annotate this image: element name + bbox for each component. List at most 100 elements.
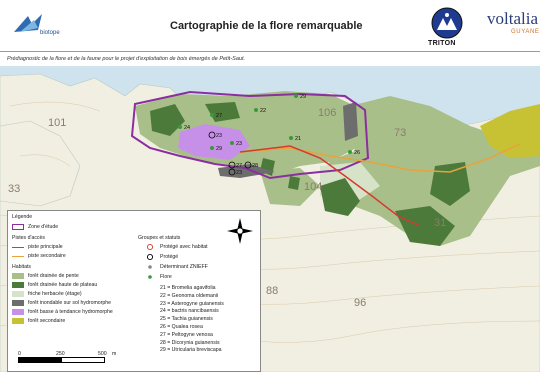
scale-zero: 0: [18, 351, 21, 357]
scale-bar: [18, 357, 105, 363]
habitat-swatch: [12, 318, 24, 324]
species-code-label: 24: [184, 125, 190, 131]
zone-etude-outline: [130, 90, 370, 180]
elevation-label: 104: [304, 181, 322, 193]
species-marker: [294, 94, 298, 98]
legend-piste-secondaire: piste secondaire: [28, 253, 66, 259]
species-marker: [348, 150, 352, 154]
group-symbols: [146, 243, 154, 279]
piste-principale-swatch: [12, 247, 24, 248]
legend-zone-etude: Zone d'étude: [28, 224, 59, 230]
protege-habitat-icon: [146, 243, 154, 251]
foret-plateau-area: [320, 178, 360, 216]
species-marker: [178, 125, 182, 129]
species-item: 27 = Peltogyne venosa: [160, 331, 213, 338]
habitat-swatch: [12, 282, 24, 288]
species-code-label: 23: [236, 170, 242, 176]
elevation-label: 96: [354, 297, 366, 309]
map-legend: Légende Zone d'étude Pistes d'accès pist…: [7, 210, 261, 372]
znieff-icon: [148, 265, 152, 269]
foret-plateau-area: [430, 162, 470, 206]
species-marker: [208, 131, 216, 139]
species-item: 25 = Tachia guianensis: [160, 316, 213, 323]
scale-unit: m: [112, 351, 117, 357]
species-item: 28 = Dicorynia guianensis: [160, 339, 220, 346]
scale-mid: 250: [56, 351, 65, 357]
legend-habitat: forêt drainée haute de plateau: [28, 282, 98, 288]
species-list: 21 = Bromelia agavifolia 22 = Geonoma ol…: [160, 285, 224, 355]
species-item: 24 = bactris nancibaensis: [160, 308, 219, 315]
foret-plateau-area: [150, 104, 185, 136]
species-marker: [228, 168, 236, 176]
elevation-label: 33: [8, 183, 20, 195]
scale-end: 500: [98, 351, 107, 357]
page-title: Cartographie de la flore remarquable: [170, 20, 363, 32]
legend-title: Légende: [12, 214, 33, 220]
land-area: [0, 120, 81, 207]
species-code-label: 26: [354, 150, 360, 156]
species-marker: [244, 161, 252, 169]
protege-icon: [146, 253, 154, 261]
species-item: 22 = Geonoma oldemanii: [160, 292, 219, 299]
species-code-label: 29: [300, 94, 306, 100]
foret-plateau-area: [205, 102, 240, 122]
species-code-label: 22: [260, 108, 266, 114]
biotope-logo: [14, 14, 42, 32]
legend-group: Flore: [160, 274, 172, 280]
habitat-swatch: [12, 273, 24, 279]
elevation-labels: 101 106 73 104 31 33 88 96: [8, 107, 446, 309]
zone-etude-swatch: [12, 224, 24, 230]
species-marker: [230, 141, 234, 145]
foret-inondable-area: [343, 102, 358, 141]
legend-group: Protégé avec habitat: [160, 244, 208, 250]
species-code-label: 21: [295, 136, 301, 142]
legend-group: Protégé: [160, 254, 179, 260]
species-marker: [289, 136, 293, 140]
legend-habitat: forêt secondaire: [28, 318, 66, 324]
legend-group: Déterminant ZNIEFF: [160, 264, 208, 270]
habitat-swatch: [12, 300, 24, 306]
species-marker: [228, 161, 236, 169]
species-marker: [254, 108, 258, 112]
triton-logo: [431, 7, 463, 39]
legend-habitat: friche herbacée (étage): [28, 291, 82, 297]
species-item: 26 = Qualea rosea: [160, 323, 203, 330]
foret-secondaire-area: [480, 104, 540, 158]
species-markers: [178, 94, 352, 176]
legend-pistes-title: Pistes d'accès: [12, 235, 45, 241]
species-item: 21 = Bromelia agavifolia: [160, 285, 216, 291]
foret-plateau-area: [395, 206, 455, 246]
elevation-label: 88: [266, 285, 278, 297]
voltalia-logo: voltalia: [487, 9, 538, 28]
species-code-label: 23: [236, 141, 242, 147]
species-item: 29 = Utricularia breviscapa: [160, 347, 222, 354]
biotope-logo-text: biotope: [40, 30, 60, 36]
species-code-labels: 29 24 27 22 23 23 29 27 28 23 21 26: [184, 94, 360, 176]
species-item: 23 = Asterogyne guianensis: [160, 300, 224, 307]
piste-principale-line: [239, 145, 421, 227]
foret-plateau-area: [288, 176, 300, 190]
subtitle: Prédiagnostic de la flore et de la faune…: [7, 56, 246, 62]
piste-secondaire-swatch: [12, 256, 24, 257]
voltalia-logo-sub: GUYANE: [511, 29, 540, 35]
elevation-label: 106: [318, 107, 336, 119]
elevation-label: 31: [434, 217, 446, 229]
legend-habitat: forêt drainée de pente: [28, 273, 79, 279]
habitat-swatch: [12, 291, 24, 297]
triton-logo-text: TRITON: [428, 40, 456, 47]
legend-habitat: forêt inondable sur sol hydromorphe: [28, 300, 112, 306]
species-code-label: 27: [236, 163, 242, 169]
north-arrow-icon: [227, 218, 253, 244]
foret-inondable-area: [218, 164, 275, 178]
foret-basse-hydromorphe-area: [178, 124, 250, 160]
elevation-label: 101: [48, 117, 66, 129]
species-marker: [210, 113, 214, 117]
flore-icon: [148, 275, 152, 279]
species-code-label: 27: [216, 113, 222, 119]
elevation-label: 73: [394, 127, 406, 139]
habitat-swatch: [12, 309, 24, 315]
legend-habitats-title: Habitats: [12, 264, 32, 270]
species-code-label: 29: [216, 146, 222, 152]
legend-groups-title: Groupes et statuts: [138, 235, 181, 241]
species-code-label: 23: [216, 133, 222, 139]
